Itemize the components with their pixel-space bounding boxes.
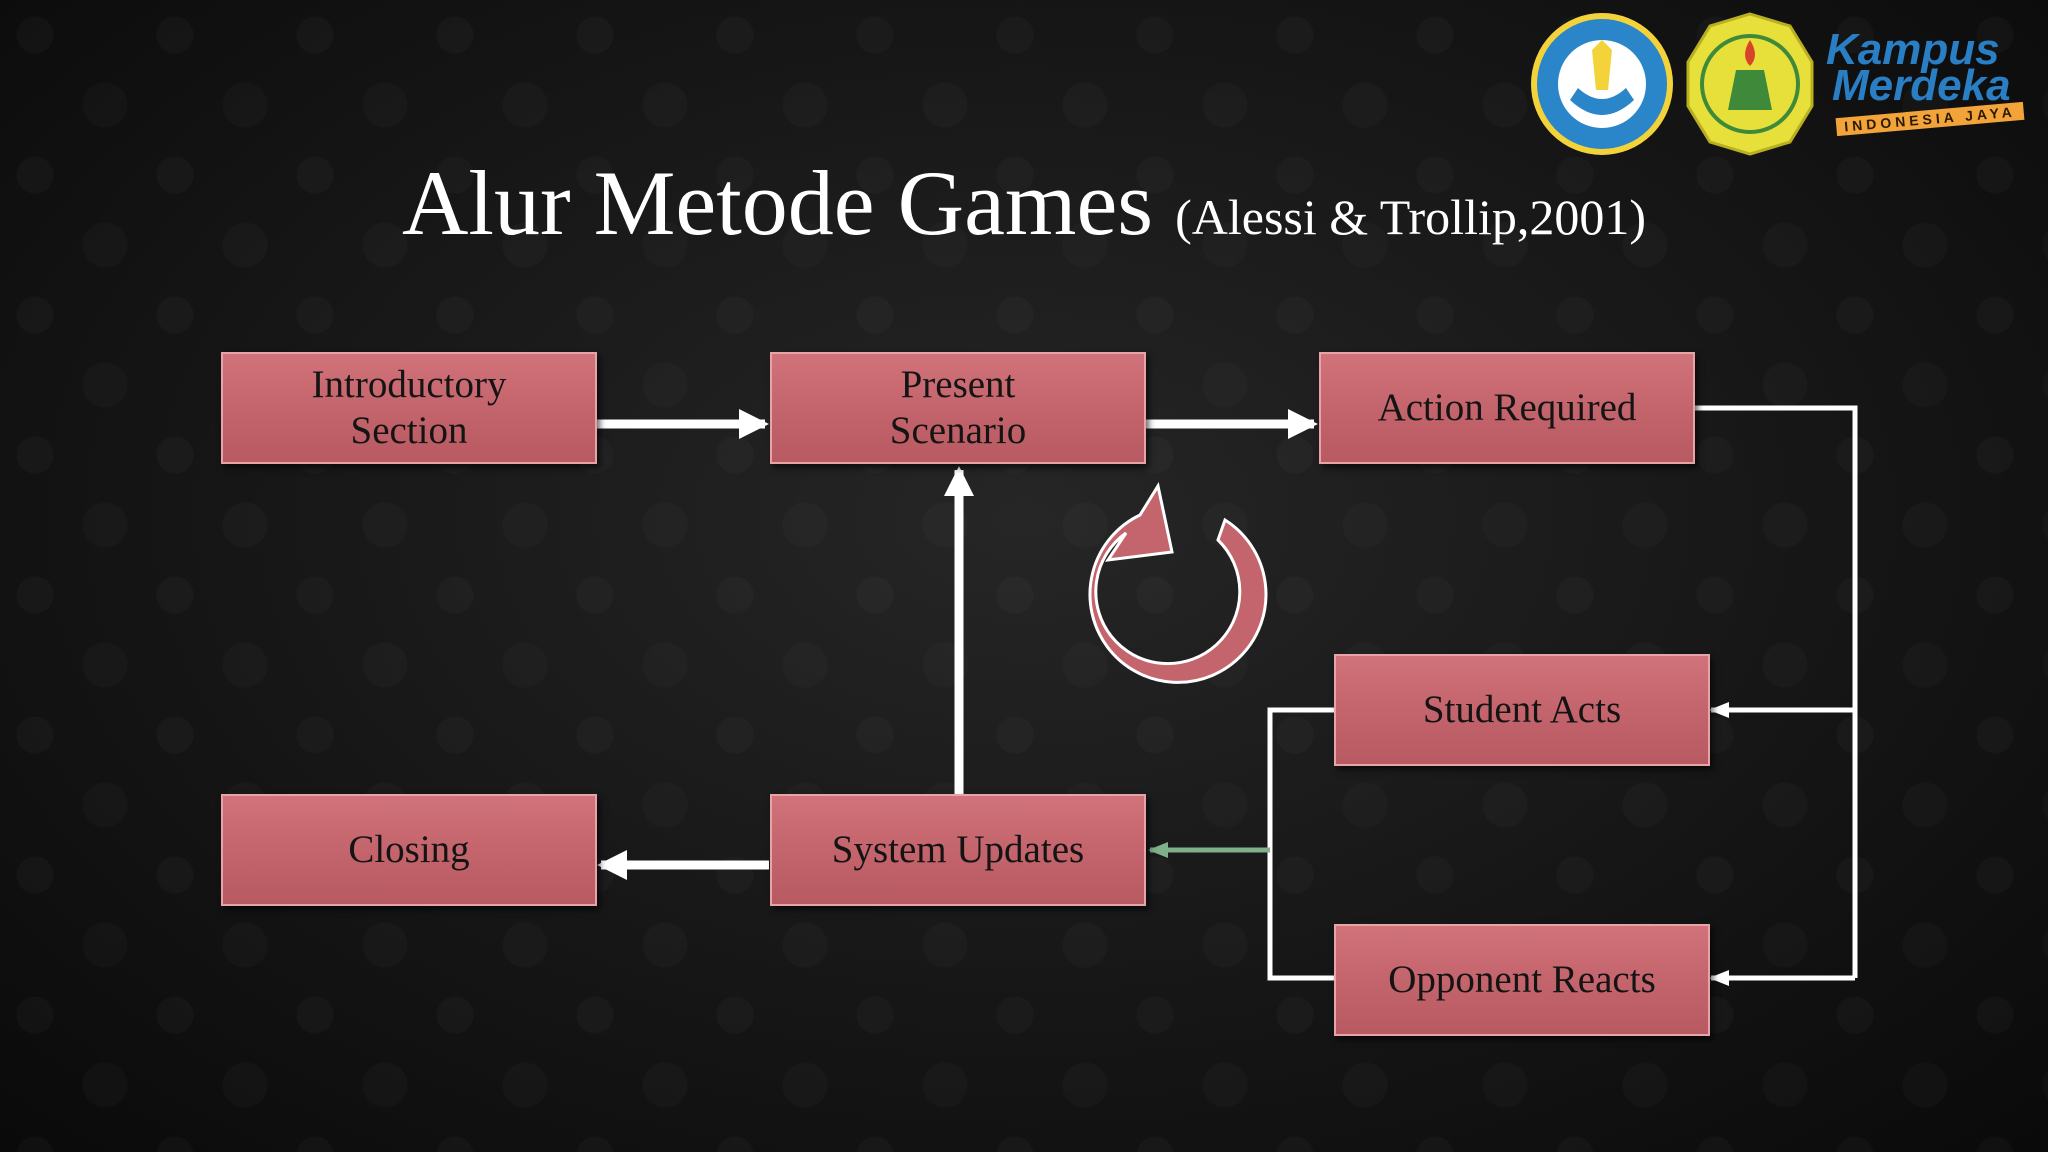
connector-action-bracket — [1695, 405, 1858, 978]
present-line-2: Scenario — [889, 409, 1027, 452]
title-citation: (Alessi & Trollip,2001) — [1175, 189, 1647, 245]
intro-line-1: Introductory — [311, 363, 507, 406]
box-present-scenario: Present Scenario — [770, 352, 1146, 464]
system-updates-label: System Updates — [831, 828, 1085, 871]
cycle-arrow-icon — [1088, 482, 1268, 684]
opponent-reacts-label: Opponent Reacts — [1388, 958, 1656, 1001]
box-introductory-section: Introductory Section — [221, 352, 597, 464]
closing-label: Closing — [348, 828, 470, 871]
action-required-label: Action Required — [1377, 386, 1637, 429]
intro-line-2: Section — [350, 409, 468, 452]
box-action-required: Action Required — [1319, 352, 1695, 464]
kampus-logo-text-2: Merdeka — [1832, 61, 2011, 110]
connector-left-bracket — [1267, 707, 1334, 981]
title-main: Alur Metode Games — [401, 152, 1154, 254]
box-system-updates: System Updates — [770, 794, 1146, 906]
slide-title: Alur Metode Games (Alessi & Trollip,2001… — [0, 150, 2048, 256]
student-acts-label: Student Acts — [1422, 688, 1622, 731]
present-line-1: Present — [900, 363, 1016, 406]
kampus-merdeka-logo: Kampus Merdeka INDONESIA JAYA — [1826, 28, 2036, 138]
box-closing: Closing — [221, 794, 597, 906]
box-opponent-reacts: Opponent Reacts — [1334, 924, 1710, 1036]
box-student-acts: Student Acts — [1334, 654, 1710, 766]
kampus-logo-text-1: Kampus — [1826, 25, 2000, 74]
